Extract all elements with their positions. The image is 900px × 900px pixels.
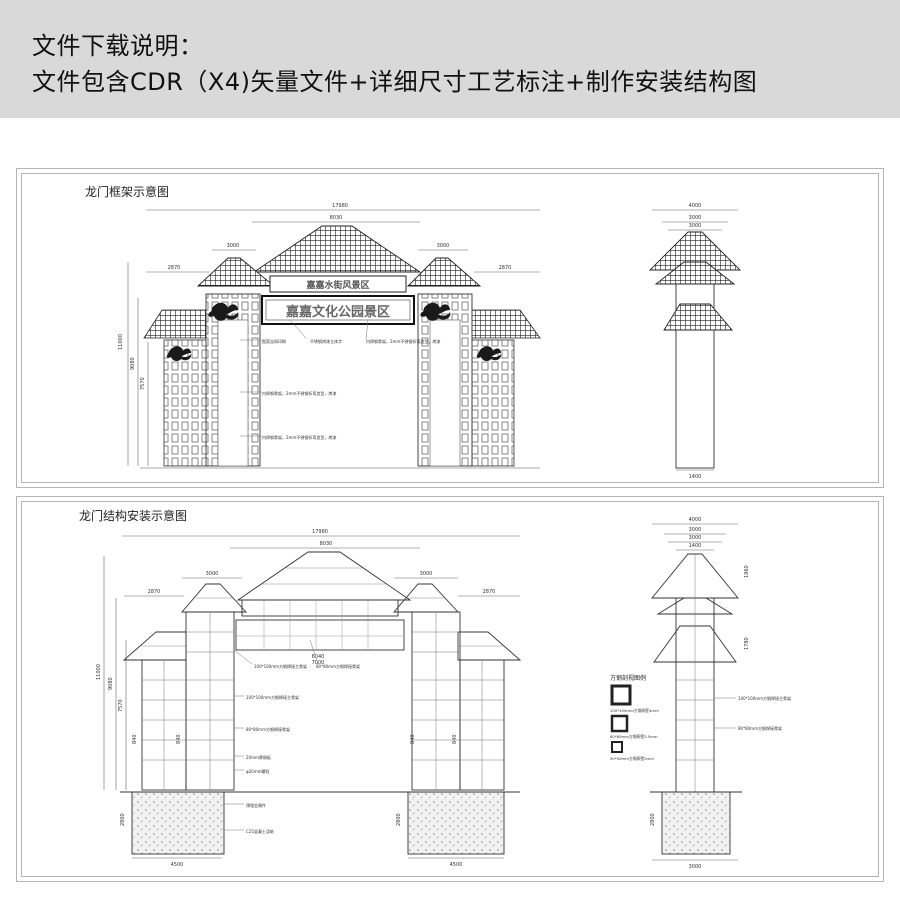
dim-side-total: 4000 <box>689 203 702 209</box>
frame-panel-inner <box>21 173 879 483</box>
legend-80-icon <box>610 714 629 733</box>
structure-panel-inner <box>21 501 879 877</box>
frame-note-4: 内焊钢骨架，2mm不锈钢折弯造型，烤漆 <box>262 434 336 440</box>
header-subtitle: 文件包含CDR（X4)矢量文件+详细尺寸工艺标注+制作安装结构图 <box>32 68 758 96</box>
struct-note-1: 80*80mm方钢焊接骨架 <box>316 663 360 669</box>
right-pillar-roof <box>406 257 482 287</box>
struct-main-roof <box>236 551 412 601</box>
sdim-side-a: 3000 <box>689 527 702 533</box>
sdim-mid-b: 7000 <box>312 660 325 666</box>
sdim-side-b: 3000 <box>689 535 702 541</box>
struct-main-beam <box>235 619 405 651</box>
frame-note-0: 图案丝网印刷 <box>262 338 286 344</box>
frame-note-1: 不锈钢烤漆立体字 <box>310 338 342 344</box>
legend-50-icon <box>611 741 623 753</box>
sdim-right-top: 3000 <box>420 571 433 577</box>
dim-right-top: 3000 <box>437 243 450 249</box>
main-sign-board <box>261 295 415 325</box>
dim-right-side: 2870 <box>499 265 512 271</box>
dim-side-base: 1400 <box>689 474 702 480</box>
side-view-pillar <box>675 269 715 469</box>
sdim-side-base: 3000 <box>689 864 702 870</box>
sdim-center: 8030 <box>320 541 333 547</box>
side-roof-top <box>648 231 742 271</box>
struct-top-beam <box>241 599 399 617</box>
right-wing-wall <box>469 339 515 467</box>
struct-right-wing-roof <box>457 631 522 661</box>
sdim-base-left: 4500 <box>171 862 184 868</box>
dim-side-b: 3000 <box>689 223 702 229</box>
main-roof <box>252 225 422 273</box>
sdim-seg-2: 840 <box>176 734 182 744</box>
dim-left-top: 3000 <box>227 243 240 249</box>
sdim-height-low: 7570 <box>118 699 124 712</box>
sdim-seg-3: 840 <box>410 734 416 744</box>
dim-left-side: 2870 <box>168 265 181 271</box>
sdim-left-side: 2870 <box>148 589 161 595</box>
sdim-height-mid: 9080 <box>108 677 114 690</box>
side-roof-mid <box>654 261 736 285</box>
sdim-side-h1: 1960 <box>744 565 750 578</box>
struct-left-pillar-roof <box>181 583 248 613</box>
sdim-right-side: 2870 <box>483 589 496 595</box>
frame-panel-title: 龙门框架示意图 <box>85 185 170 199</box>
dim-height-low: 7570 <box>140 377 146 390</box>
top-sign-text: 嘉嘉水街风景区 <box>305 279 369 291</box>
sdim-height-total: 11000 <box>96 664 102 680</box>
sdim-foot-right: 2800 <box>396 813 402 826</box>
legend-item-2: 50*50mm方钢厚壁2mm <box>610 756 654 761</box>
sdim-side-h2: 1780 <box>744 637 750 650</box>
dim-side-a: 3000 <box>689 215 702 221</box>
dim-total: 17980 <box>332 203 348 209</box>
struct-note-7: C25混凝土浇筑 <box>246 828 274 834</box>
sdim-left-top: 3000 <box>206 571 219 577</box>
sdim-side-c: 1400 <box>689 543 702 549</box>
cloud-ornament-icon <box>166 302 502 362</box>
sdim-side-total: 4000 <box>689 517 702 523</box>
left-foundation <box>131 791 225 855</box>
frame-note-2: 内焊钢骨架，2mm不锈钢折弯造型，烤漆 <box>366 338 440 344</box>
struct-note-0: 100*100mm方钢焊接主骨架 <box>254 663 307 669</box>
dim-center: 8030 <box>330 215 343 221</box>
sdim-seg-4: 840 <box>452 734 458 744</box>
header-title: 文件下载说明： <box>32 32 204 60</box>
side-note-0: 100*100mm方钢焊接主骨架 <box>738 695 791 701</box>
struct-side-roof-low <box>653 625 737 663</box>
right-foundation <box>407 791 505 855</box>
struct-note-6: 预埋金属件 <box>246 802 266 808</box>
main-sign-text: 嘉嘉文化公园景区 <box>285 304 390 320</box>
sdim-foot-left: 2800 <box>120 813 126 826</box>
legend-item-1: 80*80mm方钢厚壁3.5mm <box>610 734 658 739</box>
dim-height-mid: 9080 <box>130 357 136 370</box>
sdim-side-foot: 2800 <box>650 813 656 826</box>
sdim-seg-1: 840 <box>132 734 138 744</box>
side-roof-low <box>663 303 733 331</box>
struct-note-3: 80*80mm方钢焊接骨架 <box>246 726 290 732</box>
struct-note-2: 100*100mm方钢焊接主骨架 <box>246 694 299 700</box>
side-note-1: 80*80mm方钢焊接骨架 <box>738 725 782 731</box>
sdim-base-right: 4500 <box>450 862 463 868</box>
legend-title: 方钢剖视图例 <box>610 674 646 682</box>
structure-panel-title: 龙门结构安装示意图 <box>79 509 188 523</box>
dim-height-total: 11000 <box>118 334 124 350</box>
struct-side-roof-top <box>651 553 739 599</box>
sdim-mid-a: 6040 <box>312 654 325 660</box>
frame-note-3: 内焊钢骨架，2mm不锈钢折弯造型，烤漆 <box>262 390 336 396</box>
left-wing-wall <box>163 339 209 467</box>
legend-item-0: 100*100mm方钢厚壁4mm <box>610 708 659 713</box>
legend-100-icon <box>610 684 632 706</box>
top-sign-board <box>269 275 407 293</box>
header-banner: 文件下载说明： 文件包含CDR（X4)矢量文件+详细尺寸工艺标注+制作安装结构图 <box>0 0 900 118</box>
side-foundation <box>661 791 731 855</box>
struct-note-4: 20mm厚钢板 <box>246 754 271 760</box>
struct-note-5: φ20mm螺栓 <box>246 768 270 774</box>
sdim-total: 17980 <box>312 529 328 535</box>
